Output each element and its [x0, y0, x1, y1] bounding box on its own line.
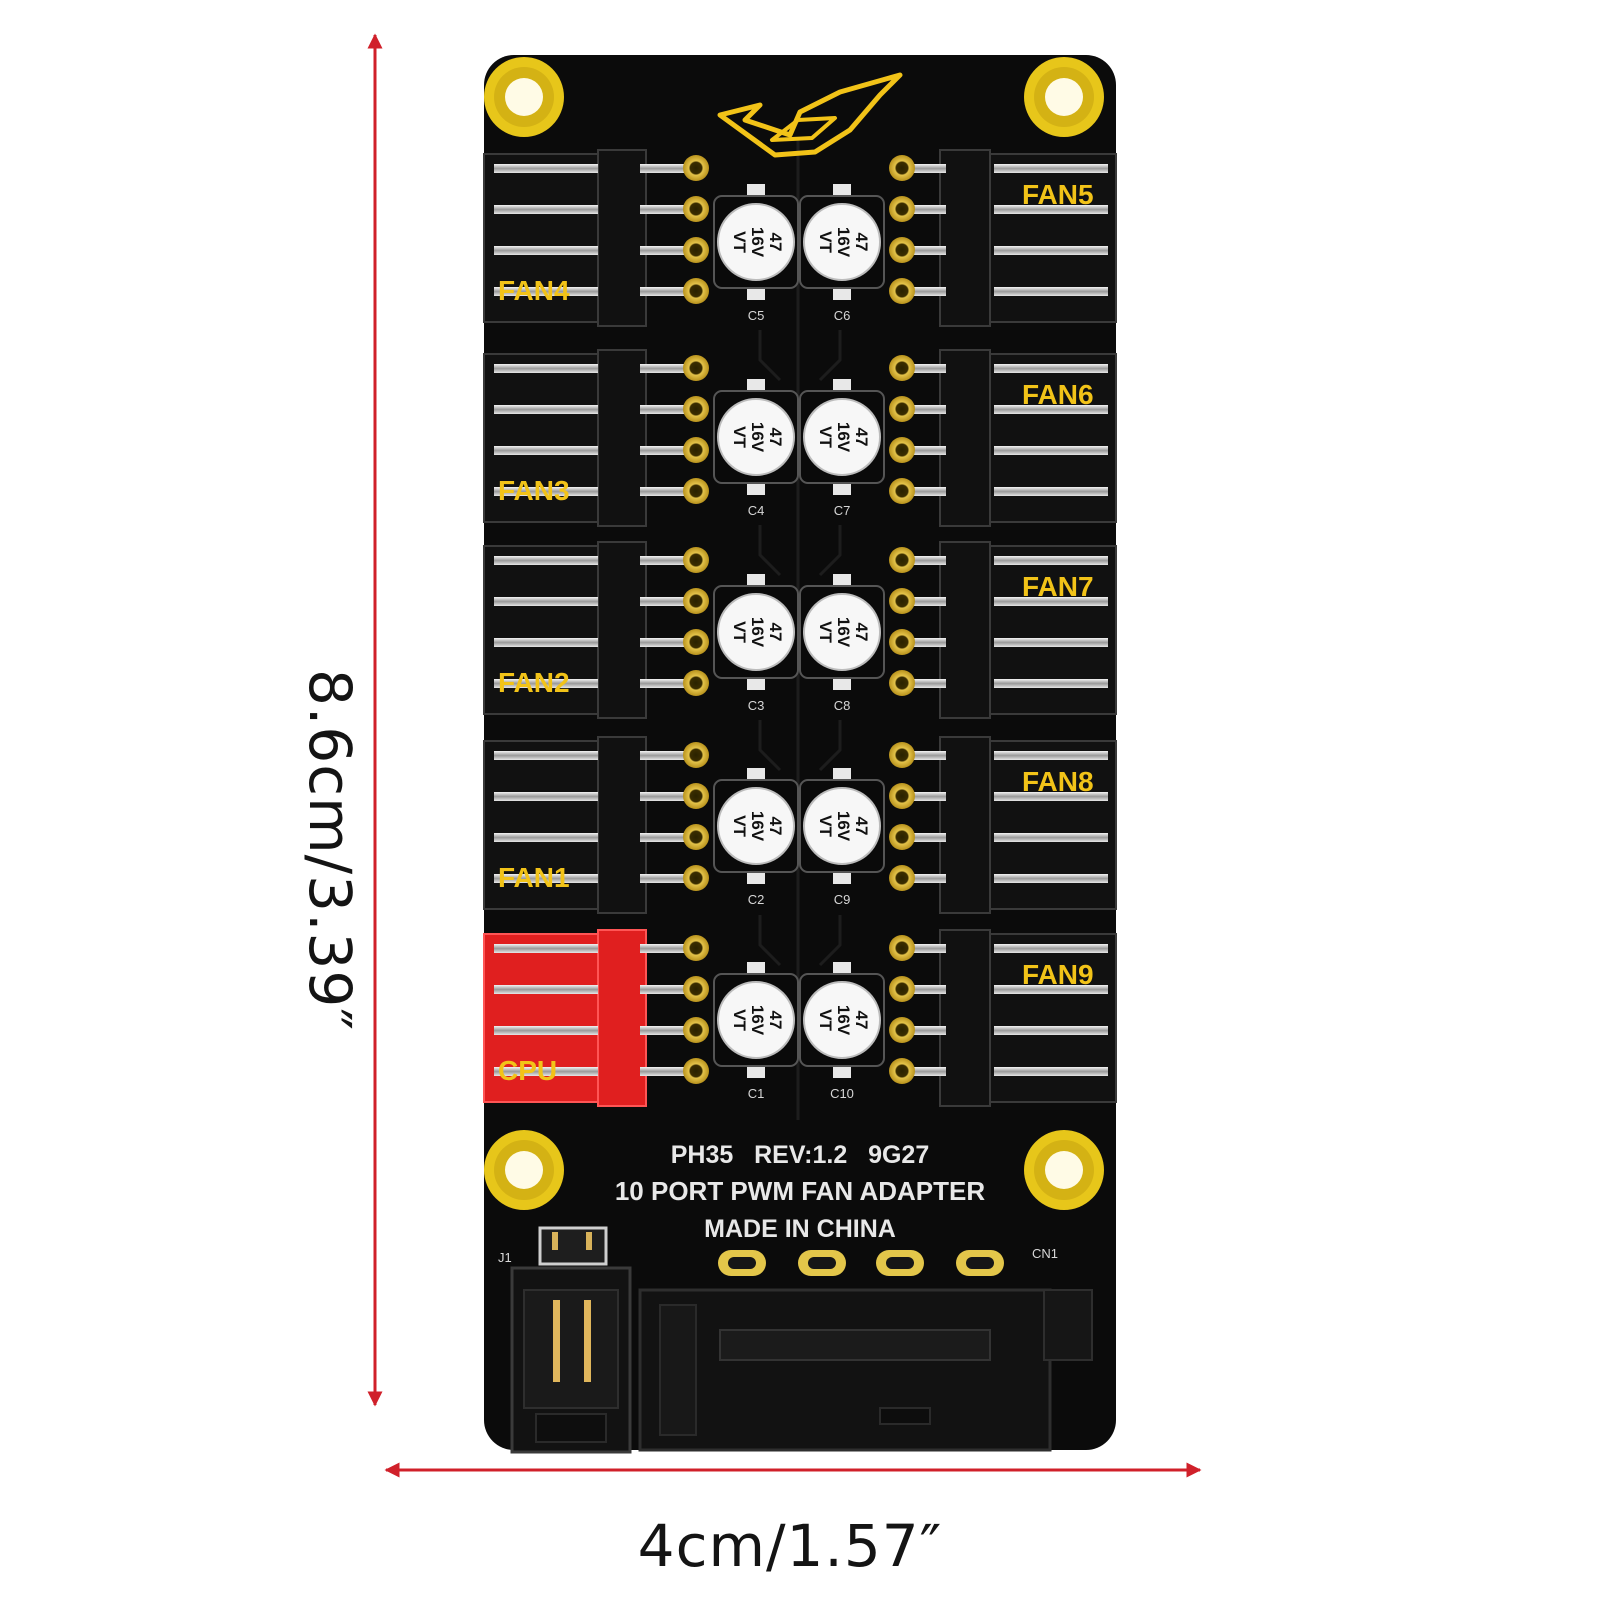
fan-header-label: FAN5	[1022, 179, 1094, 210]
solder-pad	[798, 1250, 846, 1276]
rog-eye-logo	[717, 72, 903, 158]
capacitor-marking: 47	[766, 1011, 785, 1030]
product-line: 10 PORT PWM FAN ADAPTER	[615, 1176, 986, 1206]
capacitor-marking: VT	[816, 1009, 835, 1031]
capacitor-marking: VT	[816, 426, 835, 448]
capacitor-ref-label: C7	[834, 503, 851, 518]
capacitor-ref-label: C10	[830, 1086, 854, 1101]
right-fan-header: FAN6	[889, 349, 1117, 527]
capacitor-ref-label: C2	[748, 892, 765, 907]
mounting-hole	[1024, 1130, 1104, 1210]
origin-line: MADE IN CHINA	[704, 1215, 896, 1243]
model-line: PH35 REV:1.2 9G27	[671, 1141, 929, 1169]
j1-connector: J1	[498, 1226, 632, 1454]
capacitor-marking: 16V	[834, 227, 853, 258]
solder-pad	[956, 1250, 1004, 1276]
right-fan-header: FAN8	[889, 736, 1117, 914]
capacitor-marking: 47	[852, 233, 871, 252]
left-fan-header: FAN3	[483, 349, 709, 527]
right-fan-header: FAN9	[889, 929, 1117, 1107]
capacitor-ref-label: C1	[748, 1086, 765, 1101]
capacitor-marking: 16V	[748, 422, 767, 453]
capacitor-area: 4716VVTC54716VVTC64716VVTC44716VVTC74716…	[713, 184, 885, 1101]
right-fan-header: FAN5	[889, 149, 1117, 327]
height-dimension-label: 8.6cm/3.39″	[296, 669, 364, 1031]
mounting-hole	[1024, 57, 1104, 137]
capacitor-marking: VT	[816, 815, 835, 837]
capacitor-marking: 47	[766, 233, 785, 252]
capacitor-marking: VT	[816, 231, 835, 253]
fan-header-label: FAN1	[498, 862, 570, 893]
capacitor-marking: VT	[816, 621, 835, 643]
capacitor-ref-label: C8	[834, 698, 851, 713]
capacitor-marking: 16V	[748, 617, 767, 648]
left-fan-header: FAN1	[483, 736, 709, 914]
width-dimension-label: 4cm/1.57″	[637, 1512, 943, 1580]
capacitor-ref-label: C9	[834, 892, 851, 907]
fan-header-label: FAN4	[498, 275, 570, 306]
capacitor-marking: 47	[766, 623, 785, 642]
capacitor-marking: VT	[730, 231, 749, 253]
capacitor-marking: 16V	[834, 1005, 853, 1036]
fan-header-label: FAN8	[1022, 766, 1094, 797]
capacitor-ref-label: C6	[834, 308, 851, 323]
mounting-hole	[484, 57, 564, 137]
fan-header-label: CPU	[498, 1055, 557, 1086]
capacitor-marking: 16V	[834, 617, 853, 648]
fan-header-label: FAN9	[1022, 959, 1094, 990]
left-fan-header: FAN4	[483, 149, 709, 327]
capacitor-ref-label: C4	[748, 503, 765, 518]
fan-header-label: FAN7	[1022, 571, 1094, 602]
capacitor-ref-label: C3	[748, 698, 765, 713]
capacitor-ref-label: C5	[748, 308, 765, 323]
fan-header-label: FAN2	[498, 667, 570, 698]
left-fan-header: FAN2	[483, 541, 709, 719]
left-fan-header: CPU	[483, 929, 709, 1107]
capacitor-marking: VT	[730, 621, 749, 643]
solder-pad	[718, 1250, 766, 1276]
fan-header-label: FAN6	[1022, 379, 1094, 410]
capacitor-marking: VT	[730, 815, 749, 837]
capacitor-marking: VT	[730, 1009, 749, 1031]
fan-header-label: FAN3	[498, 475, 570, 506]
capacitor-marking: 47	[766, 817, 785, 836]
capacitor-marking: 16V	[748, 227, 767, 258]
capacitor-marking: VT	[730, 426, 749, 448]
mounting-hole	[484, 1130, 564, 1210]
cn1-label: CN1	[1032, 1246, 1058, 1261]
capacitor-marking: 16V	[748, 1005, 767, 1036]
capacitor-marking: 47	[852, 817, 871, 836]
capacitor-marking: 47	[852, 623, 871, 642]
right-fan-header: FAN7	[889, 541, 1117, 719]
mounting-holes	[484, 57, 1104, 1210]
capacitor-marking: 16V	[748, 811, 767, 842]
capacitor-marking: 16V	[834, 422, 853, 453]
capacitor-marking: 47	[766, 428, 785, 447]
capacitor-marking: 16V	[834, 811, 853, 842]
capacitor-marking: 47	[852, 1011, 871, 1030]
capacitor-marking: 47	[852, 428, 871, 447]
cn1-sata-connector: CN1	[638, 1246, 1093, 1452]
solder-pad	[876, 1250, 924, 1276]
j1-label: J1	[498, 1250, 512, 1265]
